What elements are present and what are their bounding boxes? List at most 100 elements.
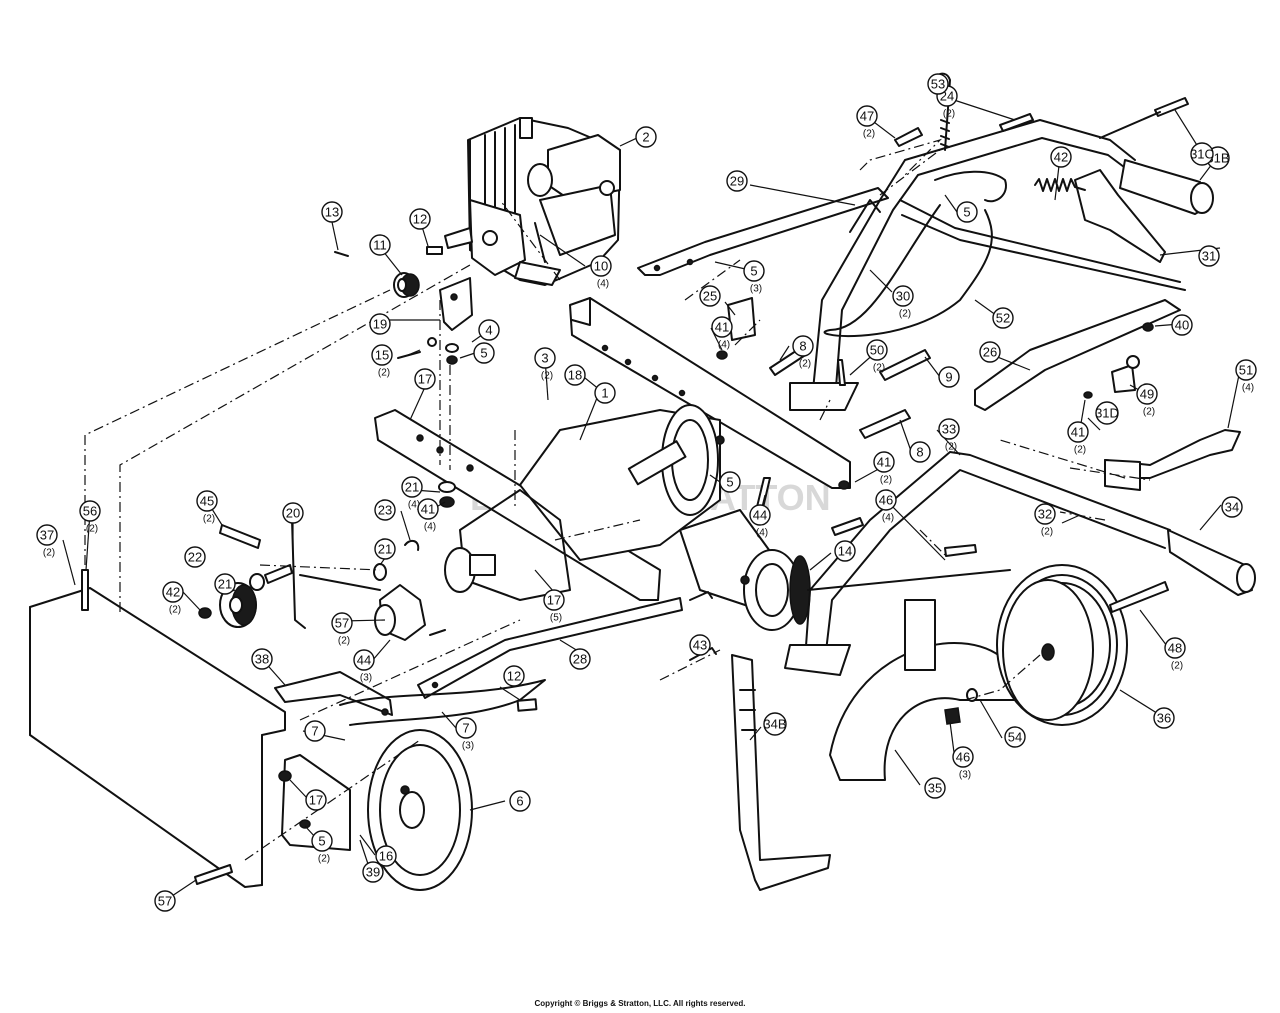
callout-17: 17	[414, 368, 436, 390]
callout-31: 31	[1198, 245, 1220, 267]
callout-43: 43	[689, 634, 711, 656]
bolt-31d	[1154, 97, 1189, 117]
callout-57: 57	[154, 890, 176, 912]
callout-number: 46	[879, 493, 893, 508]
callout-54: 54	[1004, 726, 1026, 748]
link-28	[417, 597, 683, 699]
callout-number: 34B	[763, 717, 786, 732]
callout-14: 14	[834, 540, 856, 562]
nut-17-guard	[278, 770, 292, 782]
callout-quantity: (2)	[1074, 445, 1086, 456]
callout-number: 41	[421, 502, 435, 517]
wheel-37	[996, 564, 1128, 726]
callout-21: 21	[214, 573, 236, 595]
callout-25: 25	[699, 285, 721, 307]
callout-circle	[711, 316, 733, 338]
callout-quantity: (2)	[86, 524, 98, 535]
callout-quantity: (2)	[799, 359, 811, 370]
callout-number: 22	[188, 550, 202, 565]
callout-number: 51	[1239, 363, 1253, 378]
callout-number: 17	[547, 593, 561, 608]
callout-47: 47(2)	[856, 105, 878, 140]
callout-quantity: (3)	[360, 673, 372, 684]
callout-number: 36	[1157, 711, 1171, 726]
callout-5: 5	[956, 201, 978, 223]
depth-lever-bracket	[1104, 459, 1141, 491]
callout-quantity: (4)	[882, 513, 894, 524]
callout-3: 3(2)	[534, 347, 556, 382]
washer-21-left	[249, 573, 265, 591]
callout-52: 52	[992, 307, 1014, 329]
nut-5-guard	[299, 819, 311, 829]
callout-circle	[635, 126, 657, 148]
callout-circle	[856, 105, 878, 127]
callout-29: 29	[726, 170, 748, 192]
callout-number: 10	[594, 259, 608, 274]
callout-42: 42(2)	[162, 581, 184, 616]
engine-pulley	[393, 272, 420, 298]
hub-58	[374, 584, 426, 641]
callout-number: 12	[413, 212, 427, 227]
callout-number: 45	[200, 494, 214, 509]
callout-circle	[594, 382, 616, 404]
nut-42-upper	[716, 350, 728, 360]
callout-23: 23	[374, 499, 396, 521]
idler-bracket	[439, 277, 473, 331]
callout-circle	[956, 201, 978, 223]
frame-edge	[571, 297, 591, 326]
link-hole	[431, 681, 439, 689]
callout-circle	[1153, 707, 1175, 729]
callout-number: 23	[378, 503, 392, 518]
screw-57-top	[81, 569, 89, 611]
washer-21-upper	[438, 481, 456, 493]
callout-circle	[763, 712, 787, 736]
bolt-48	[894, 127, 923, 147]
callout-circle	[455, 717, 477, 739]
callout-number: 25	[703, 289, 717, 304]
bolt-24	[999, 113, 1034, 132]
callout-number: 29	[730, 174, 744, 189]
callout-number: 50	[870, 343, 884, 358]
handle-brace-left	[637, 187, 889, 276]
brace-26	[974, 299, 1181, 411]
callout-8: 8	[909, 441, 931, 463]
callout-number: 21	[405, 480, 419, 495]
callout-circle	[749, 504, 771, 526]
callout-circle	[873, 451, 895, 473]
bolt-9	[879, 349, 931, 381]
callout-circle	[369, 234, 391, 256]
spring-clip	[934, 170, 1007, 203]
callout-circle	[503, 665, 525, 687]
callout-number: 41	[715, 320, 729, 335]
callout-number: 4	[485, 323, 492, 338]
callout-quantity: (2)	[169, 605, 181, 616]
callout-number: 20	[286, 506, 300, 521]
callout-20: 20	[282, 502, 304, 524]
callout-circle	[979, 341, 1001, 363]
callout-12: 12	[503, 665, 525, 687]
callout-circle	[305, 789, 327, 811]
callout-40: 40	[1171, 314, 1193, 336]
eyebolt-thread	[940, 119, 950, 148]
callout-circle	[1171, 314, 1193, 336]
callout-quantity: (2)	[1041, 527, 1053, 538]
callout-41: 41(2)	[1067, 421, 1089, 456]
bracket-39-hole	[381, 708, 389, 716]
belt-guard	[29, 587, 286, 888]
callout-number: 40	[1175, 318, 1189, 333]
callout-circle	[1164, 637, 1186, 659]
callout-10: 10(4)	[590, 255, 612, 290]
callout-50: 50(2)	[866, 339, 888, 374]
callout-circle	[509, 790, 531, 812]
callout-quantity: (4)	[1242, 383, 1254, 394]
callout-quantity: (2)	[318, 854, 330, 865]
callout-number: 47	[860, 109, 874, 124]
clip-50-eye	[1126, 355, 1140, 369]
callout-45: 45(2)	[196, 490, 218, 525]
drag-stake-notches	[739, 689, 757, 731]
callout-circle	[719, 471, 741, 493]
callout-circle	[689, 634, 711, 656]
callout-22: 22	[184, 546, 206, 568]
callout-42: 42	[1050, 146, 1072, 168]
callout-number: 26	[983, 345, 997, 360]
